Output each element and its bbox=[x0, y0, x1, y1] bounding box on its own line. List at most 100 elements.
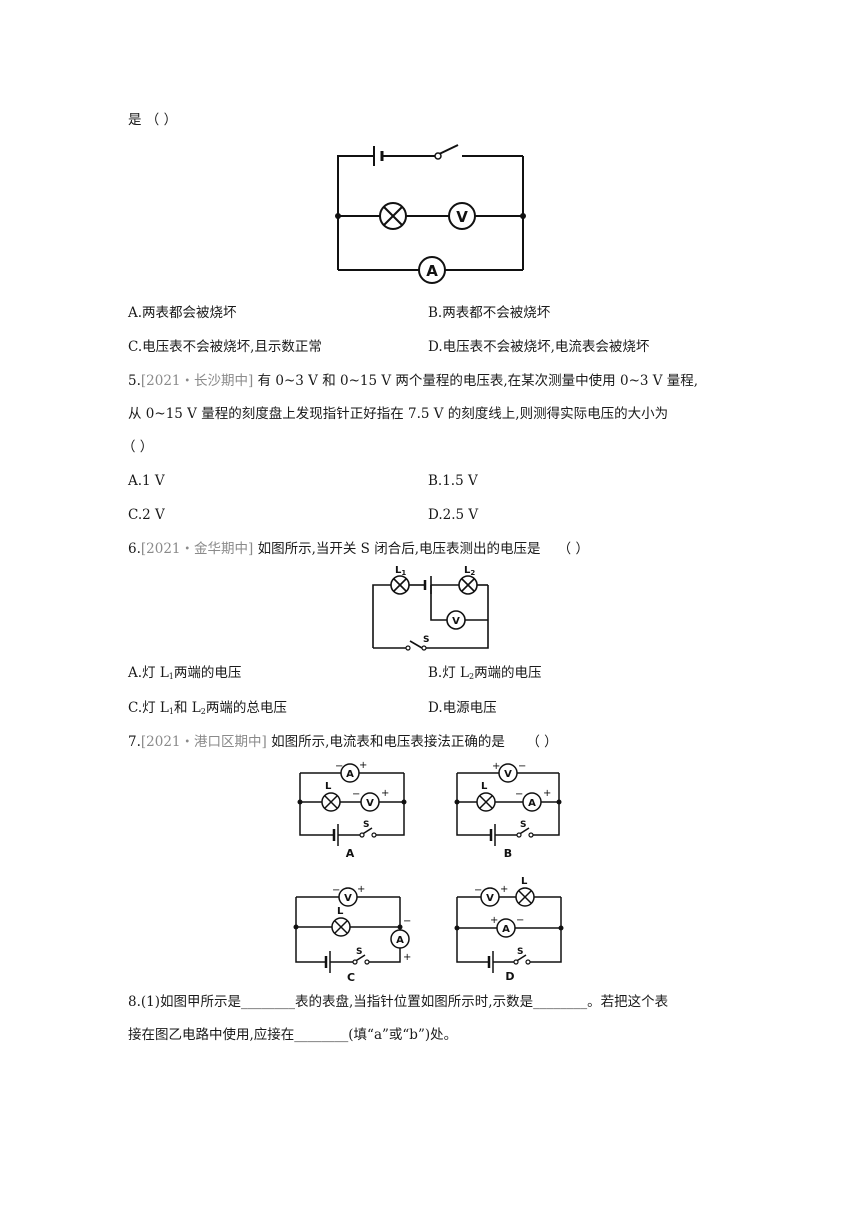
svg-text:V: V bbox=[344, 893, 352, 904]
svg-text:A: A bbox=[502, 924, 510, 935]
q7-number: 7. bbox=[128, 734, 141, 750]
q5-text-line2: 从 0~15 V 量程的刻度盘上发现指针正好指在 7.5 V 的刻度线上,则测得… bbox=[128, 406, 669, 422]
q7d-lamp bbox=[515, 887, 535, 907]
svg-text:S: S bbox=[356, 947, 362, 957]
q4-junction-left bbox=[335, 213, 341, 219]
q6-switch-label: S bbox=[423, 635, 429, 645]
q7d-caption: D bbox=[505, 970, 514, 983]
q5-blank: （ ） bbox=[122, 439, 154, 455]
q7-blank: （ ） bbox=[526, 734, 558, 750]
q6-switch-contact bbox=[405, 645, 411, 651]
q7a-voltmeter-mid: V bbox=[360, 792, 380, 812]
q4-voltmeter-label: V bbox=[456, 208, 468, 226]
q4-junction-right bbox=[520, 213, 526, 219]
q7-figure-c: V − + L A − + S C bbox=[293, 884, 411, 984]
q7b-caption: B bbox=[504, 847, 512, 860]
q4-ammeter: A bbox=[418, 256, 446, 284]
q6-blank: （ ） bbox=[557, 541, 589, 557]
svg-text:A: A bbox=[396, 935, 404, 946]
q6-source: [2021・金华期中] bbox=[140, 541, 254, 557]
q4-ammeter-label: A bbox=[426, 262, 438, 280]
svg-text:+: + bbox=[500, 884, 508, 895]
q5-option-a[interactable]: A.1 V bbox=[128, 473, 165, 489]
q4-circuit-figure: V A bbox=[335, 144, 526, 284]
q7a-ammeter-top: A bbox=[340, 763, 360, 783]
q5-source: [2021・长沙期中] bbox=[140, 373, 254, 389]
svg-text:L: L bbox=[325, 781, 332, 792]
svg-text:+: + bbox=[359, 760, 367, 771]
q7b-ammeter-mid: A bbox=[522, 792, 542, 812]
q4-option-c[interactable]: C.电压表不会被烧坏,且示数正常 bbox=[128, 339, 322, 355]
q8-line1: 8.(1)如图甲所示是________表的表盘,当指针位置如图所示时,示数是__… bbox=[128, 994, 669, 1010]
q6-option-b[interactable]: B.灯 L2两端的电压 bbox=[428, 665, 542, 681]
svg-text:−: − bbox=[332, 885, 340, 896]
q6-stem: 6.[2021・金华期中] 如图所示,当开关 S 闭合后,电压表测出的电压是 （… bbox=[128, 539, 589, 559]
q6-switch-pivot bbox=[421, 645, 427, 651]
q7-source: [2021・港口区期中] bbox=[140, 734, 267, 750]
q6-text: 如图所示,当开关 S 闭合后,电压表测出的电压是 bbox=[257, 541, 541, 557]
svg-text:−: − bbox=[352, 789, 360, 800]
q6-voltmeter-label: V bbox=[452, 616, 460, 627]
q6-option-c[interactable]: C.灯 L1和 L2两端的总电压 bbox=[128, 700, 287, 716]
q6-option-a[interactable]: A.灯 L1两端的电压 bbox=[128, 665, 242, 681]
q7-text: 如图所示,电流表和电压表接法正确的是 bbox=[271, 734, 505, 750]
svg-text:+: + bbox=[543, 788, 551, 799]
q7a-caption: A bbox=[346, 847, 355, 860]
q6-number: 6. bbox=[128, 541, 141, 557]
q4-option-b[interactable]: B.两表都不会被烧坏 bbox=[428, 305, 551, 321]
q7c-ammeter-side: A bbox=[390, 929, 410, 949]
svg-text:−: − bbox=[474, 885, 482, 896]
q5-stem: 5.[2021・长沙期中] 有 0~3 V 和 0~15 V 两个量程的电压表,… bbox=[128, 371, 698, 391]
q4-switch-pivot bbox=[434, 152, 442, 160]
svg-text:V: V bbox=[504, 769, 512, 780]
svg-text:−: − bbox=[335, 761, 343, 772]
q4-option-d[interactable]: D.电压表不会被烧坏,电流表会被烧坏 bbox=[428, 339, 650, 355]
svg-text:+: + bbox=[492, 761, 500, 772]
q6-circuit-figure: L1 L2 V S bbox=[372, 565, 489, 651]
q4-option-a[interactable]: A.两表都会被烧坏 bbox=[128, 305, 237, 321]
q7b-voltmeter-top: V bbox=[498, 763, 518, 783]
q7-figure-d: V − + L A + − S D bbox=[454, 876, 564, 983]
q8-line2: 接在图乙电路中使用,应接在________(填“a”或“b”)处。 bbox=[128, 1027, 458, 1043]
svg-text:+: + bbox=[403, 952, 411, 963]
q7-figure-a: A − + L V − + S A bbox=[297, 760, 407, 860]
q4-stem-tail: 是 （ ） bbox=[128, 112, 178, 128]
svg-text:S: S bbox=[520, 820, 526, 830]
q7-stem: 7.[2021・港口区期中] 如图所示,电流表和电压表接法正确的是 （ ） bbox=[128, 732, 558, 752]
q6-voltmeter: V bbox=[446, 610, 466, 630]
q4-voltmeter: V bbox=[448, 202, 476, 230]
q7b-lamp bbox=[476, 792, 496, 812]
svg-text:−: − bbox=[516, 915, 524, 926]
svg-text:L: L bbox=[337, 906, 344, 917]
svg-text:+: + bbox=[490, 915, 498, 926]
q5-text-line1: 有 0~3 V 和 0~15 V 两个量程的电压表,在某次测量中使用 0~3 V… bbox=[257, 373, 699, 389]
svg-text:−: − bbox=[515, 789, 523, 800]
q5-option-b[interactable]: B.1.5 V bbox=[428, 473, 478, 489]
svg-text:−: − bbox=[518, 761, 526, 772]
q6-option-d[interactable]: D.电源电压 bbox=[428, 700, 497, 716]
svg-text:−: − bbox=[403, 916, 411, 927]
svg-text:A: A bbox=[528, 798, 536, 809]
q7a-lamp bbox=[321, 792, 341, 812]
q6-lamp-l1 bbox=[390, 575, 410, 595]
svg-text:V: V bbox=[486, 893, 494, 904]
svg-text:+: + bbox=[357, 884, 365, 895]
q7d-ammeter-mid: A bbox=[496, 918, 516, 938]
q5-option-c[interactable]: C.2 V bbox=[128, 507, 165, 523]
q5-option-d[interactable]: D.2.5 V bbox=[428, 507, 479, 523]
svg-text:S: S bbox=[517, 947, 523, 957]
svg-text:A: A bbox=[346, 769, 354, 780]
svg-text:L: L bbox=[481, 781, 488, 792]
q7-figure-b: V + − L A − + S B bbox=[454, 761, 562, 860]
q7c-caption: C bbox=[347, 971, 355, 984]
q7c-lamp bbox=[331, 917, 351, 937]
svg-text:+: + bbox=[381, 788, 389, 799]
svg-text:S: S bbox=[363, 820, 369, 830]
q5-number: 5. bbox=[128, 373, 141, 389]
q7d-voltmeter-top: V bbox=[480, 887, 500, 907]
q4-lamp bbox=[379, 202, 407, 230]
q6-lamp-l2-label: L2 bbox=[464, 565, 475, 577]
q6-lamp-l2 bbox=[458, 575, 478, 595]
svg-text:L: L bbox=[521, 876, 528, 887]
q7c-voltmeter-top: V bbox=[338, 887, 358, 907]
